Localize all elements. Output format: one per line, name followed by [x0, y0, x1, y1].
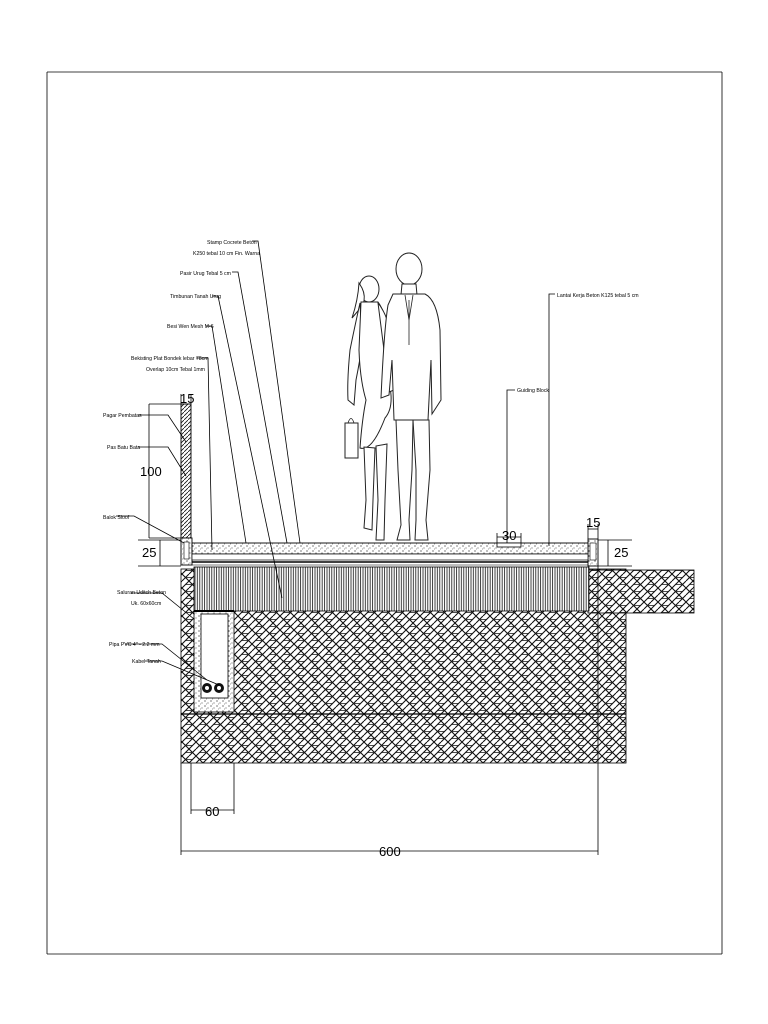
- label-besi-wiremesh: Besi Wen Mesh M-6: [167, 324, 214, 330]
- soil-right-extension: [587, 569, 695, 614]
- label-stamp-concrete-line2: K250 tebal 10 cm Fin. Warna: [193, 251, 260, 257]
- dim-30: 30: [502, 528, 516, 543]
- label-saluran-line1: Saluran Uditch Beton: [117, 590, 166, 596]
- label-guiding-block: Guiding Block: [517, 388, 549, 394]
- lantai-kerja-layer: [191, 553, 589, 561]
- label-pas-batu-bata: Pas Batu Bata: [107, 445, 140, 451]
- dim-15-left: 15: [180, 391, 194, 406]
- label-pagar-pembatas: Pagar Pembatas: [103, 413, 142, 419]
- label-saluran-line2: Uk. 60x60cm: [131, 601, 161, 607]
- label-bondek-line2: Overlap 10cm Tebal 1mm: [146, 367, 205, 373]
- person-man: [380, 252, 442, 541]
- person-woman: [344, 275, 395, 541]
- balok-sloof-core: [183, 541, 190, 560]
- label-kabel-tanah: Kabel Tanah: [132, 659, 161, 665]
- label-bondek-line1: Bekisting Plat Bondek lebar 78cm: [131, 356, 209, 362]
- pipe-pvc-1-bore: [205, 686, 209, 690]
- label-pasir-urug: Pasir Urug Tebal 5 cm: [180, 271, 231, 277]
- dim-15-right: 15: [586, 515, 600, 530]
- timbunan-layer: [193, 566, 590, 612]
- label-timbunan: Timbunan Tanah Urug: [170, 294, 221, 300]
- pipe-pvc-2-bore: [217, 686, 221, 690]
- curb-right-core: [589, 542, 597, 561]
- label-balok-sloof: Balok Sloof: [103, 515, 130, 521]
- leader-lines: [116, 240, 555, 686]
- dim-600: 600: [379, 844, 401, 859]
- dim-25-left: 25: [142, 545, 156, 560]
- guiding-block: [496, 542, 522, 548]
- label-stamp-concrete-line1: Stamp Cocrete Beton: [207, 240, 257, 246]
- dim-25-right: 25: [614, 545, 628, 560]
- label-pipa-pvc: Pipa PVC 4" - 2.2 mm: [109, 642, 160, 648]
- dim-100: 100: [140, 464, 162, 479]
- label-lantai-kerja: Lantai Kerja Beton K125 tebal 5 cm: [557, 293, 639, 299]
- dim-60: 60: [205, 804, 219, 819]
- stamp-concrete-layer: [191, 542, 589, 555]
